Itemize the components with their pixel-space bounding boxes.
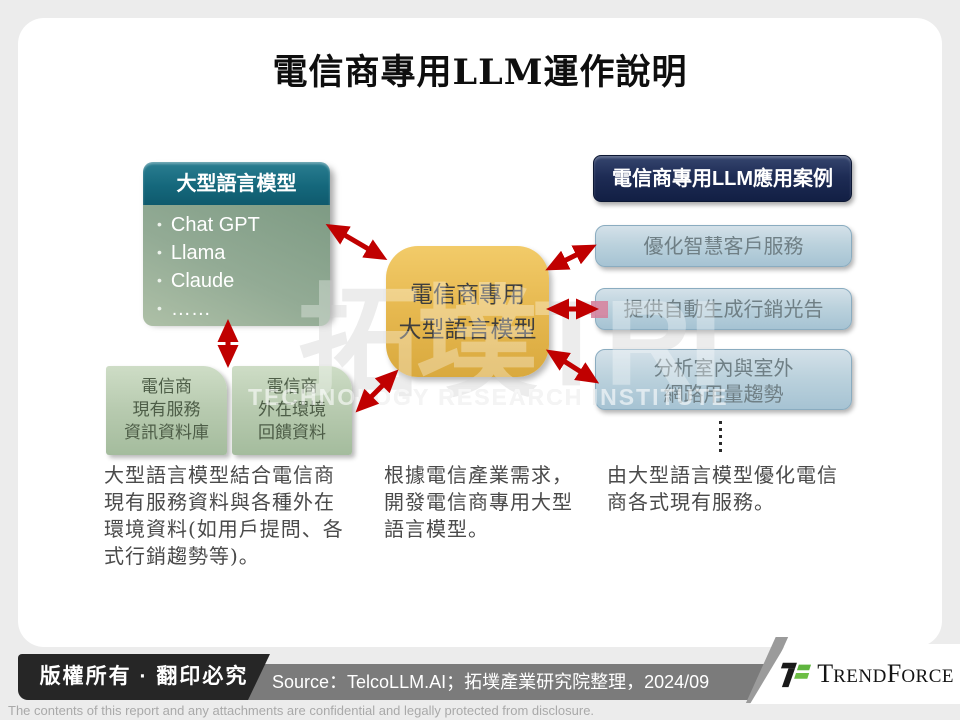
disclaimer-text: The contents of this report and any atta… [8, 703, 595, 718]
copyright-ribbon: 版權所有 · 翻印必究 [18, 654, 270, 700]
use-cases-header: 電信商專用LLM應用案例 [593, 155, 852, 202]
bullet-icon: • [157, 272, 162, 288]
use-case-box-customer-service: 優化智慧客戶服務 [595, 225, 852, 267]
llm-models-list: •Chat GPT •Llama •Claude •…… [143, 205, 330, 326]
data-box-service-database: 電信商 現有服務 資訊資料庫 [106, 366, 227, 455]
list-item: •Chat GPT [157, 214, 260, 236]
llm-models-box: 大型語言模型 •Chat GPT •Llama •Claude •…… [143, 162, 330, 326]
use-case-box-network-trend: 分析室內與室外 網路用量趨勢 [595, 349, 852, 410]
note-center: 根據電信產業需求，開發電信商專用大型語言模型。 [384, 463, 573, 541]
bullet-icon: • [157, 300, 162, 316]
list-item: •…… [157, 298, 211, 320]
trendforce-wordmark: TRENDFORCE [817, 659, 954, 688]
note-right: 由大型語言模型優化電信商各式現有服務。 [607, 463, 838, 514]
telecom-llm-line: 大型語言模型 [398, 315, 537, 342]
telecom-llm-box: 電信商專用 大型語言模型 [386, 246, 549, 377]
note-left: 大型語言模型結合電信商現有服務資料與各種外在環境資料(如用戶提問、各式行銷趨勢等… [104, 463, 344, 568]
trendforce-logo-icon [781, 662, 812, 688]
source-band: Source：TelcoLLM.AI；拓墣產業研究院整理，2024/09 [230, 664, 776, 700]
page-title: 電信商專用LLM運作說明 [272, 52, 688, 93]
llm-models-box-header: 大型語言模型 [143, 162, 330, 205]
list-item: •Claude [157, 270, 235, 292]
list-item: •Llama [157, 242, 226, 264]
bullet-icon: • [157, 244, 162, 260]
use-case-box-marketing: 提供自動生成行銷光告 [595, 288, 852, 330]
vertical-ellipsis-icon [719, 421, 722, 454]
trendforce-logo: TRENDFORCE [750, 644, 960, 704]
telecom-llm-line: 電信商專用 [410, 280, 525, 307]
data-box-external-feedback: 電信商 外在環境 回饋資料 [232, 366, 352, 455]
bullet-icon: • [157, 216, 162, 232]
